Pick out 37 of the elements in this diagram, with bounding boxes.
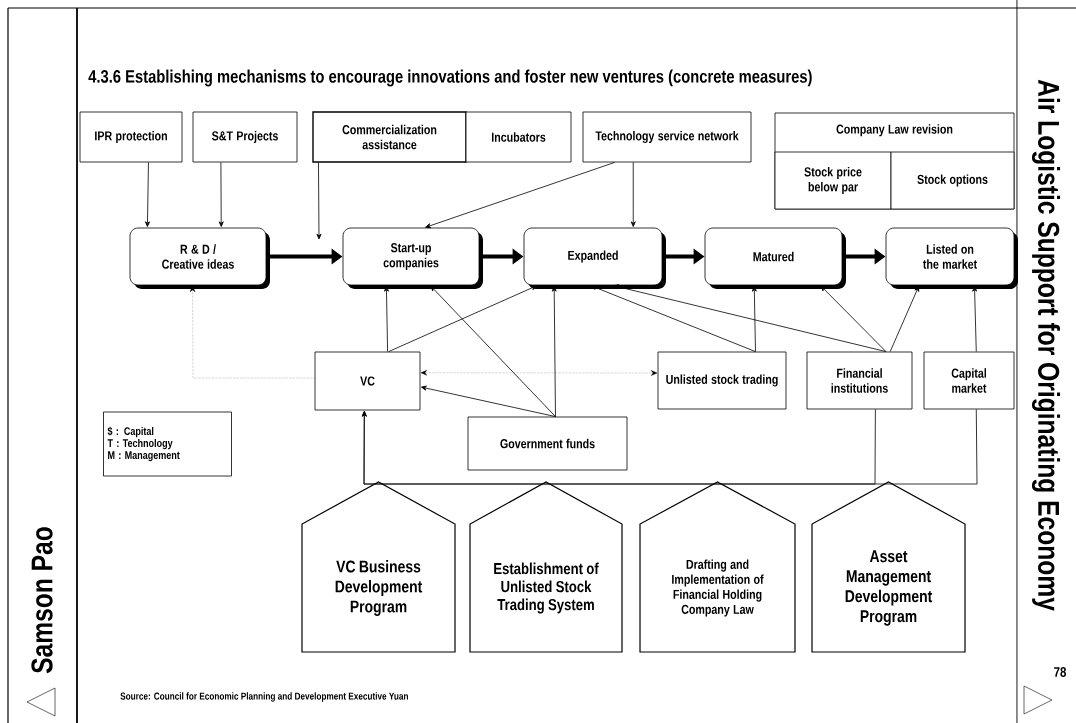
measure-box: VC — [314, 351, 421, 411]
arrow — [630, 162, 636, 227]
stage-box: Matured — [704, 227, 846, 289]
arrow — [388, 285, 537, 352]
measure-box: Unlisted stock trading — [657, 351, 787, 410]
title: 4.3.6 Establishing mechanisms to encourage innovations and foster new ventures (concrete measures) — [88, 69, 812, 87]
measure-box: Stock options — [890, 151, 1015, 210]
measure-box: Financial institutions — [806, 351, 913, 410]
arrow — [751, 286, 757, 352]
arrow — [613, 284, 887, 352]
side-text: Samson Pao — [31, 527, 53, 674]
measure-box: IPR protection — [79, 111, 183, 163]
arrow — [421, 385, 556, 417]
arrow — [145, 162, 150, 227]
arrow — [420, 370, 658, 376]
side-text: 78 — [1054, 667, 1067, 677]
side-text: Air Logistic Support for Originating Economy — [1031, 79, 1061, 611]
measure-box: Stock price below par — [774, 151, 892, 210]
measure-box: Incubators — [465, 111, 572, 163]
arrow — [316, 162, 322, 240]
measure-box: Commercialization assistance — [312, 111, 467, 163]
arrow — [218, 162, 224, 227]
stage-box: Start-up companies — [342, 227, 483, 289]
arrow — [551, 286, 557, 417]
stage-box: R & D / Creative ideas — [129, 227, 270, 289]
measure-box: Technology service network — [582, 111, 752, 163]
arrow — [972, 286, 978, 352]
key-box: $ : Capital T : Technology M : Management — [103, 411, 232, 477]
measure-box: Capital market — [923, 351, 1015, 410]
arrow — [361, 409, 978, 485]
measure-box: S&T Projects — [192, 111, 298, 163]
stage-box: Expanded — [523, 227, 666, 289]
source-note: Source: Council for Economic Planning and Development Executive Yuan — [120, 692, 408, 702]
arrow — [384, 286, 389, 352]
measure-box: Government funds — [467, 416, 628, 471]
arrow — [425, 162, 616, 229]
stage-box: Listed on the market — [885, 227, 1018, 289]
